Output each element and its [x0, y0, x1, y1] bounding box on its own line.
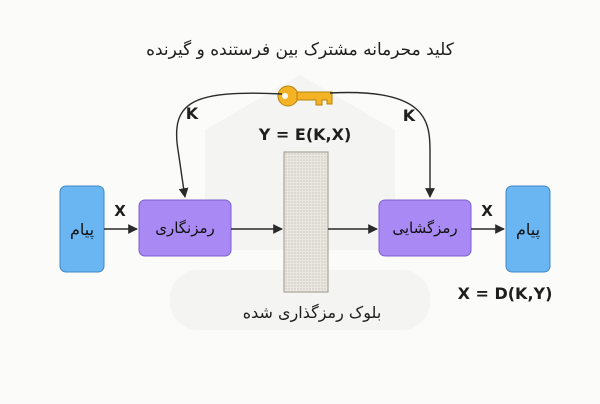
key-icon — [277, 85, 333, 107]
cipher-block-caption: بلوک رمزگذاری شده — [243, 303, 382, 323]
key-label-right: K — [403, 106, 416, 125]
key-line-to-encryptor — [176, 92, 283, 198]
receiver-message-box — [505, 185, 551, 273]
decryption-formula: X = D(K,Y) — [458, 284, 553, 303]
plaintext-label-1: X — [114, 202, 126, 220]
encryption-formula: Y = E(K,X) — [258, 125, 352, 144]
sender-message-label: پیام — [70, 220, 94, 240]
encryptor-label: رمزنگاری — [155, 219, 215, 237]
plaintext-label-2: X — [481, 202, 493, 220]
decryptor-label: رمزگشایی — [392, 219, 457, 237]
key-line-to-decryptor — [329, 91, 435, 198]
key-label-left: K — [186, 104, 199, 123]
decryptor-box — [378, 199, 472, 257]
cipher-block — [283, 151, 329, 293]
diagram-title: کلید محرمانه مشترک بین فرستنده و گیرنده — [146, 39, 455, 60]
receiver-message-label: پیام — [516, 220, 540, 240]
encryptor-box — [138, 199, 232, 257]
